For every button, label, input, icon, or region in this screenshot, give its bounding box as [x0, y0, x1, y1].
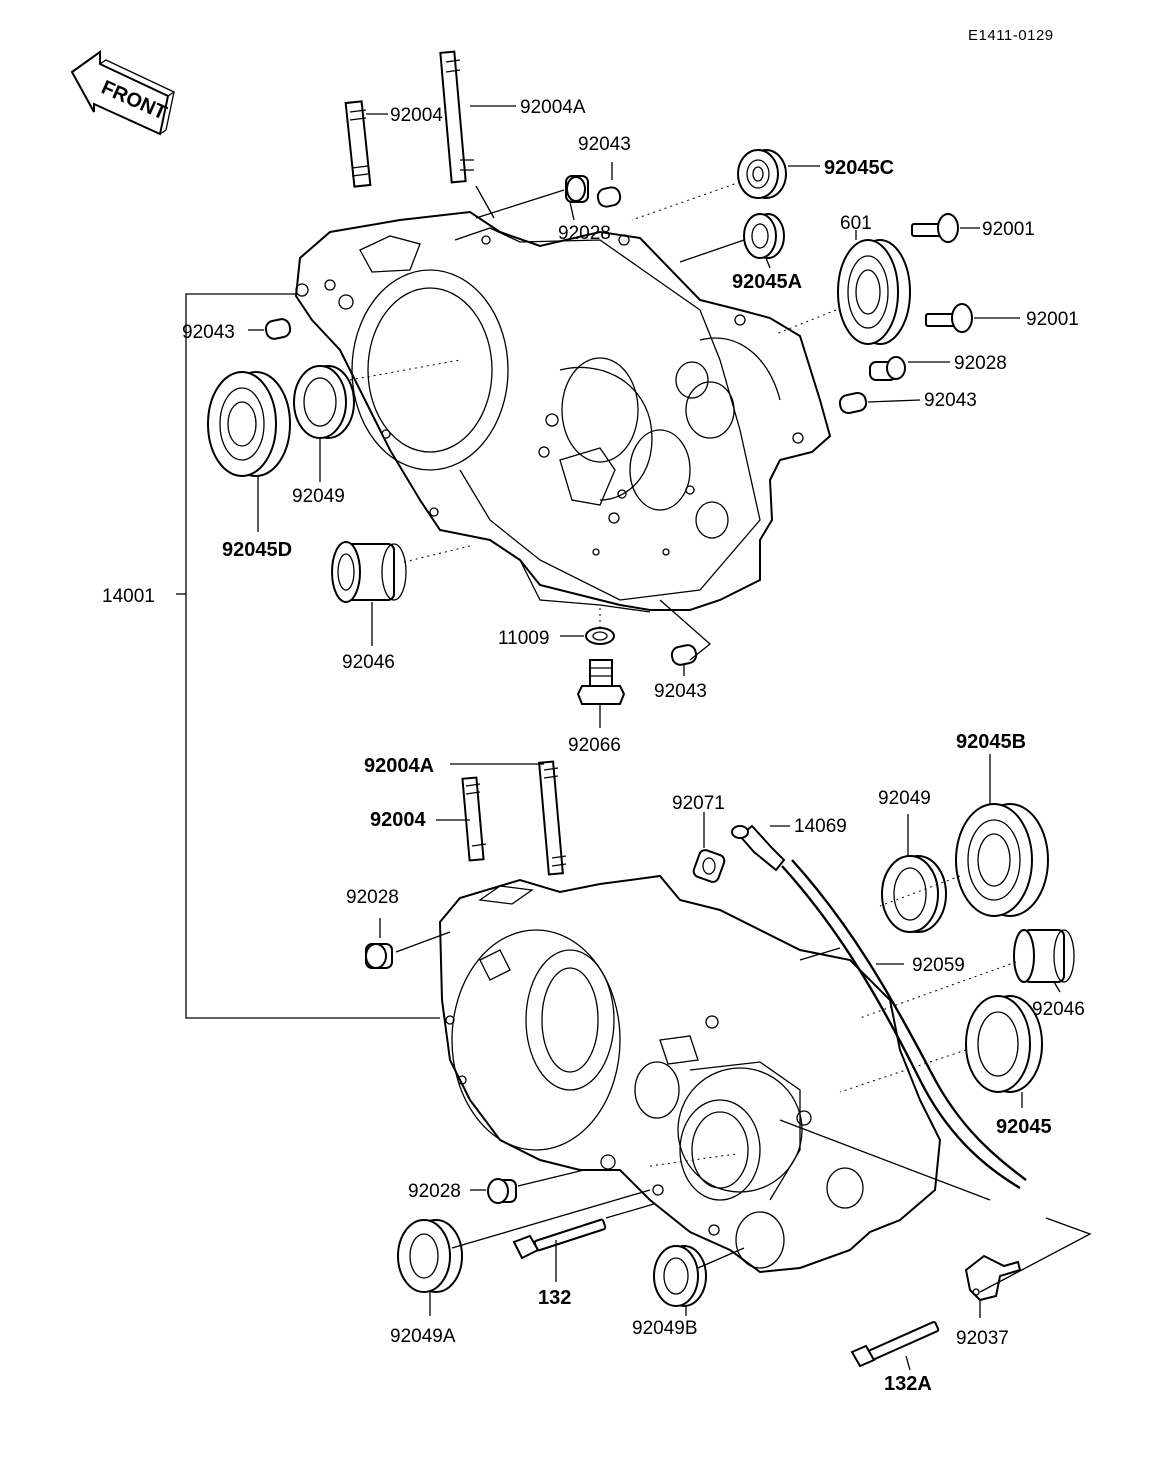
label-132: 132	[538, 1287, 571, 1309]
stud-92004A-bottom	[538, 760, 567, 876]
label-92045A: 92045A	[732, 271, 802, 293]
label-92071: 92071	[672, 793, 725, 814]
dowel-pin-92043-a	[596, 186, 622, 208]
bolt-132A	[850, 1321, 940, 1368]
label-92028-d: 92028	[408, 1181, 461, 1202]
dowel-pin-92043-c	[838, 391, 868, 415]
elbow-14069	[731, 824, 786, 872]
label-92049-a: 92049	[292, 486, 345, 507]
needle-bearing-92046-b	[1013, 929, 1075, 983]
stud-92004-top	[344, 100, 372, 188]
bolt-132	[512, 1218, 607, 1260]
left-crankcase-half	[294, 210, 832, 613]
label-92004-top: 92004	[390, 105, 443, 126]
oil-seal-92049-a	[293, 365, 355, 439]
needle-bearing-92046-a	[331, 541, 407, 603]
bolt-92028-b	[869, 356, 906, 381]
front-arrow-icon: FRONT	[70, 50, 176, 136]
stud-92004-bottom	[461, 776, 487, 862]
label-92049B: 92049B	[632, 1318, 698, 1339]
label-14001: 14001	[102, 586, 155, 607]
label-92066: 92066	[568, 735, 621, 756]
label-92049A: 92049A	[390, 1326, 456, 1347]
oil-seal-92049-b	[881, 855, 947, 933]
stud-92004A-top	[439, 50, 474, 184]
label-92049-b: 92049	[878, 788, 931, 809]
label-92059: 92059	[912, 955, 965, 976]
label-92028-a: 92028	[558, 223, 611, 244]
bearing-92045	[965, 995, 1043, 1093]
bearing-601	[837, 239, 911, 345]
label-92028-b: 92028	[954, 353, 1007, 374]
drain-plug-92066	[576, 659, 626, 705]
label-92004A-top: 92004A	[520, 97, 586, 118]
screw-92001-b	[925, 303, 973, 333]
label-92043-d: 92043	[654, 681, 707, 702]
bolt-92028-a	[565, 175, 589, 203]
washer-11009	[585, 627, 615, 645]
right-crankcase-half	[438, 874, 942, 1274]
label-92001-a: 92001	[982, 219, 1035, 240]
bearing-92045D	[207, 371, 291, 477]
label-92045D: 92045D	[222, 539, 292, 561]
label-92004A-bottom: 92004A	[364, 755, 434, 777]
label-92045: 92045	[996, 1116, 1052, 1138]
bolt-92028-d	[487, 1178, 517, 1204]
clamp-92037	[964, 1254, 1022, 1302]
diagram-code: E1411-0129	[968, 27, 1054, 44]
bearing-92045C	[737, 149, 787, 199]
label-92037: 92037	[956, 1328, 1009, 1349]
dowel-pin-92043-b	[264, 318, 292, 340]
label-92004-bottom: 92004	[370, 809, 426, 831]
bracket-14001	[176, 293, 440, 1019]
label-92043-c: 92043	[924, 390, 977, 411]
label-14069: 14069	[794, 816, 847, 837]
label-92046-b: 92046	[1032, 999, 1085, 1020]
oil-seal-92049A	[397, 1219, 463, 1293]
screw-92001-a	[911, 213, 959, 243]
bearing-92045B	[955, 803, 1049, 917]
label-92045B: 92045B	[956, 731, 1026, 753]
label-132A: 132A	[884, 1373, 932, 1395]
dowel-pin-92043-d	[670, 644, 698, 666]
label-92045C: 92045C	[824, 157, 894, 179]
label-601: 601	[840, 213, 872, 234]
fitting-92071	[692, 849, 726, 883]
label-92043-a: 92043	[578, 134, 631, 155]
label-92043-b: 92043	[182, 322, 235, 343]
hose-92059	[781, 859, 1027, 1190]
oil-seal-92049B	[653, 1245, 707, 1307]
bearing-92045A	[743, 213, 785, 259]
label-92001-b: 92001	[1026, 309, 1079, 330]
label-92046-a: 92046	[342, 652, 395, 673]
bolt-92028-c	[365, 943, 393, 969]
label-92028-c: 92028	[346, 887, 399, 908]
label-11009: 11009	[498, 628, 549, 649]
